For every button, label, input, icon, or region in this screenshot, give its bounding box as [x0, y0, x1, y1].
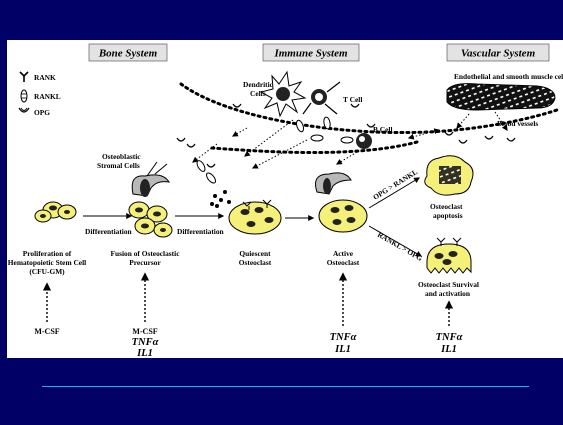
- vascular-system-header: Vascular System: [446, 43, 550, 62]
- stem-cell-cluster: [34, 201, 77, 223]
- quiescent-osteoclast: [228, 199, 282, 235]
- bone-system-header: Bone System: [88, 43, 168, 62]
- survival-label-2: and activation: [425, 289, 470, 298]
- factor-il1-4: IL1: [334, 344, 351, 355]
- survival-label-1: Osteoclast Survival: [418, 280, 479, 289]
- rankl-icon: [20, 89, 28, 103]
- factor-mcsf-1: M-CSF: [34, 327, 59, 336]
- factor-tnf-2: TNFα: [132, 337, 159, 348]
- dendritic-label-2: Cells: [250, 89, 266, 98]
- accent-divider-line: [42, 386, 529, 387]
- stage3-label-1: Quiescent: [239, 249, 271, 258]
- bone-system-title: Bone System: [98, 48, 158, 60]
- stage1-label-1: Proliferation of: [23, 249, 72, 258]
- dotted-signaling-arc: [179, 82, 559, 135]
- immune-opg-icons: [232, 103, 376, 128]
- rankl-dots-cluster: [210, 190, 231, 208]
- legend-opg: OPG: [34, 108, 50, 117]
- slide-header-band: [0, 0, 563, 40]
- dendritic-cell: [259, 70, 307, 118]
- apoptotic-osteoclast: [424, 155, 474, 196]
- rank-icon: [19, 71, 29, 82]
- dendritic-label-1: Dendritic: [243, 80, 274, 89]
- dotted-arc-lower: [210, 140, 419, 154]
- differentiation-label-1: Differentiation: [85, 227, 132, 236]
- apoptosis-label-1: Osteoclast: [430, 202, 463, 211]
- surviving-osteoclast: [426, 237, 472, 274]
- stage4-label-1: Active: [333, 249, 354, 258]
- bone-immune-vascular-diagram: Bone System Immune System Vascular Syste…: [7, 40, 563, 359]
- stage1-label-3: (CFU-GM): [29, 267, 65, 276]
- immune-rankl-icons: [296, 116, 354, 144]
- osteoblastic-label-1: Osteoblastic: [102, 152, 141, 161]
- legend-rankl: RANKL: [34, 92, 61, 101]
- osteoblastic-label-2: Stromal Cells: [97, 161, 140, 170]
- opg-near-osteoblast-icons: [176, 137, 216, 184]
- endothelial-label: Endothelial and smooth muscle cel: [454, 72, 563, 81]
- blood-vessel: [446, 83, 556, 111]
- rankl-gt-opg-label: RANKL > OPG: [376, 230, 424, 263]
- immune-system-title: Immune System: [273, 48, 347, 60]
- t-cell: [302, 81, 341, 115]
- precursor-cells-cluster: [128, 201, 173, 238]
- blood-vessels-label: Blood vessels: [497, 119, 538, 128]
- apoptosis-label-2: apoptosis: [433, 211, 463, 220]
- factor-mcsf-2: M-CSF: [132, 327, 157, 336]
- stage3-label-2: Osteoclast: [239, 258, 272, 267]
- factor-il1-2: IL1: [136, 348, 153, 358]
- factor-tnf-5: TNFα: [436, 332, 463, 343]
- stage1-label-2: Hematopoietic Stem Cell: [8, 258, 86, 267]
- b-cell: [356, 133, 372, 149]
- stage4-label-2: Osteoclast: [327, 258, 360, 267]
- t-cell-label: T Cell: [343, 95, 362, 104]
- differentiation-label-2: Differentiation: [177, 227, 224, 236]
- stromal-cell-stage4: [315, 172, 352, 195]
- factor-il1-5: IL1: [440, 344, 457, 355]
- legend-rank: RANK: [34, 73, 56, 82]
- opg-icon: [18, 107, 30, 113]
- factor-tnf-4: TNFα: [330, 332, 357, 343]
- stromal-cell-stage2: [131, 161, 170, 197]
- active-osteoclast: [318, 199, 368, 233]
- immune-system-header: Immune System: [262, 43, 360, 62]
- stage2-label-1: Fusion of Osteoclastic: [111, 249, 181, 258]
- vascular-system-title: Vascular System: [461, 48, 536, 60]
- legend: RANK RANKL OPG: [18, 71, 61, 117]
- stage2-label-2: Precursor: [129, 258, 161, 267]
- vascular-opg-icons: [444, 131, 516, 144]
- opg-gt-rankl-label: OPG > RANKL: [371, 167, 419, 201]
- b-cell-label: B Cell: [373, 125, 393, 134]
